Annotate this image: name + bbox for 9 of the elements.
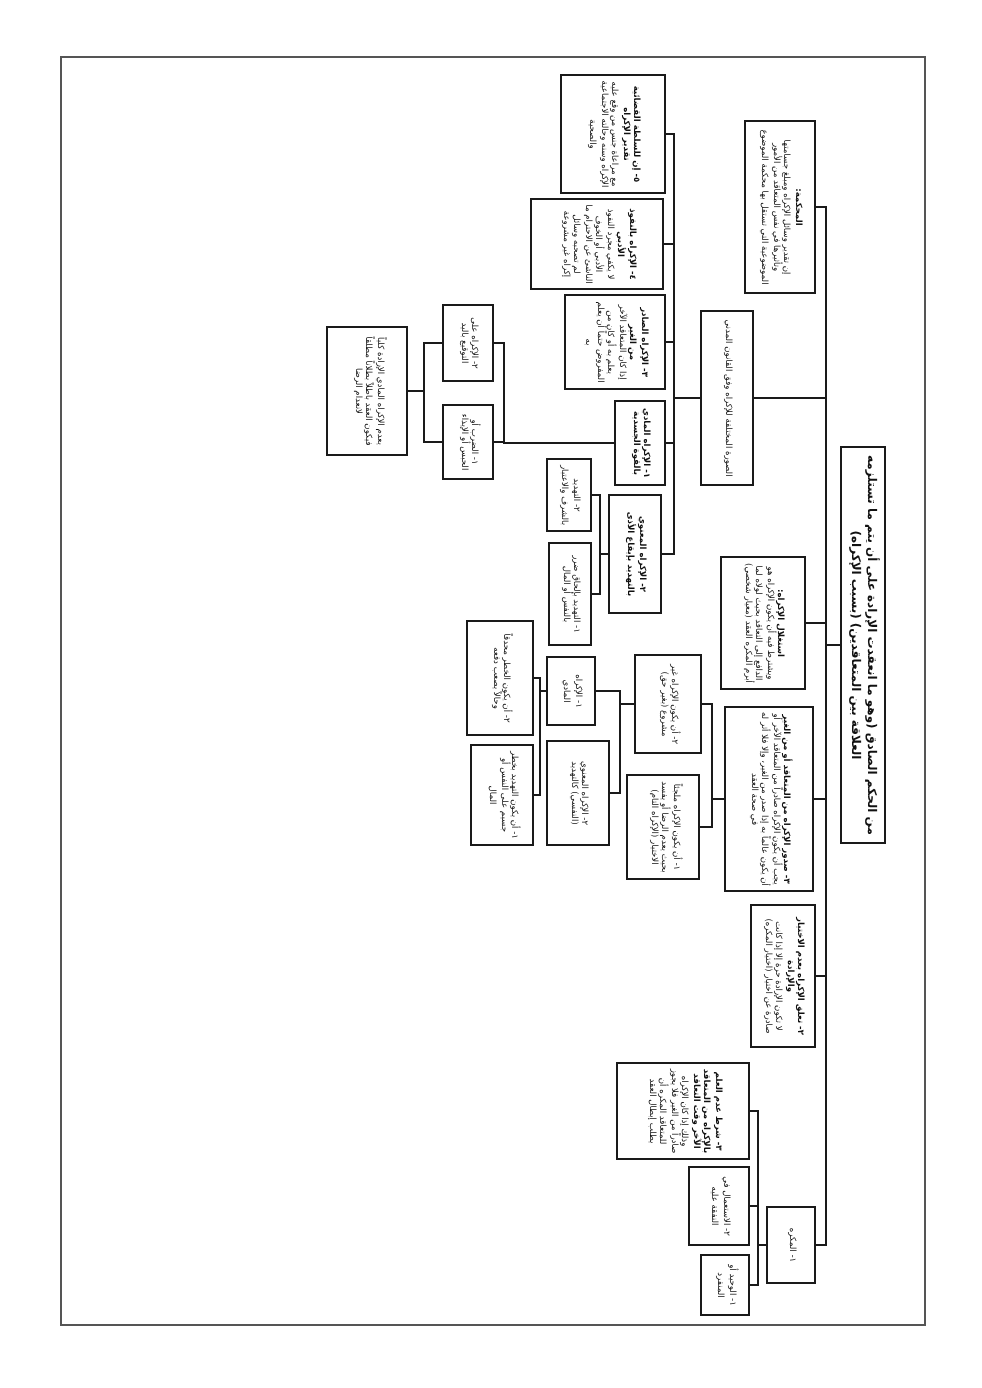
connector-line [533,676,547,797]
connector-line [407,341,443,444]
connector-line [493,341,615,445]
connector-line [595,689,635,795]
connector-line [591,493,609,596]
connector-line [753,205,841,1247]
connector-line [749,1109,767,1287]
connector-line [661,132,701,556]
connector-line [699,702,725,829]
